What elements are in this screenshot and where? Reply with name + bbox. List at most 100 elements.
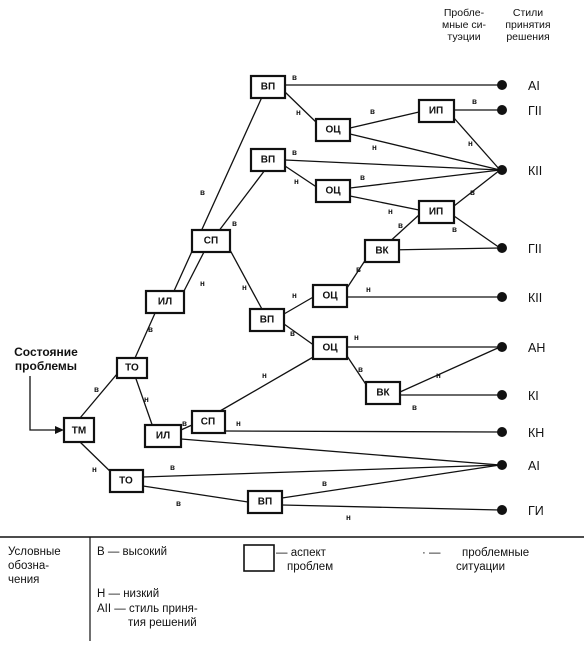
node-label: ОЦ [325, 186, 341, 197]
situation-dot [497, 80, 507, 90]
branch-label-high: в [148, 325, 153, 334]
node-label: ОЦ [325, 125, 341, 136]
branch-label-high: в [356, 265, 361, 274]
header-line: Стили [513, 7, 543, 19]
branch-label-high: в [370, 107, 375, 116]
node-label: ТМ [72, 426, 86, 437]
legend: Условные обозна- чения В — высокий Н — н… [8, 544, 529, 629]
edge [453, 169, 501, 207]
edge [349, 111, 420, 129]
state-line: Состояние [14, 345, 78, 359]
edge [349, 169, 501, 189]
branch-label-high: в [452, 225, 457, 234]
edge [183, 249, 206, 292]
branch-label-low: н [346, 513, 351, 522]
outcome-style: КI [528, 389, 539, 403]
outcome-style: ГИ [528, 504, 544, 518]
node-label: ВП [258, 497, 272, 508]
legend-low: Н — низкий [97, 588, 159, 600]
header-line: решения [506, 31, 549, 43]
edge [281, 504, 501, 511]
outcome-style: КII [528, 291, 542, 305]
edge [229, 249, 264, 312]
entry-arrow-head [55, 426, 64, 434]
legend-title: обозна- [8, 560, 49, 572]
situation-dot [497, 105, 507, 115]
node-label: ОЦ [322, 343, 338, 354]
legend-style: АII — стиль приня- [97, 603, 198, 615]
outcomes: AI ГII КII ГII КII АН КI КН AI ГИ [497, 79, 545, 518]
node-sp1: СП [190, 228, 232, 254]
node-to1: ТО [115, 356, 149, 380]
edge [142, 485, 249, 503]
edge [385, 247, 501, 251]
branch-label-low: н [144, 395, 149, 404]
outcome-style: ГII [528, 242, 542, 256]
node-oc2: ОЦ [314, 178, 352, 204]
edge [283, 295, 316, 315]
edge [284, 91, 319, 125]
node-vp4: ВП [246, 489, 284, 515]
node-label: ВК [376, 388, 390, 399]
legend-title: чения [8, 574, 39, 586]
legend-situation-dot: · — [422, 547, 441, 559]
outcome-style: КII [528, 164, 542, 178]
node-label: ОЦ [322, 291, 338, 302]
situation-dot [497, 460, 507, 470]
node-label: СП [204, 236, 218, 247]
edge [173, 96, 263, 292]
branch-label-high: в [412, 403, 417, 412]
edge [217, 169, 266, 233]
situation-dot [497, 342, 507, 352]
node-oc4: ОЦ [311, 335, 349, 361]
legend-aspect: проблем [287, 561, 333, 573]
state-line: проблемы [15, 359, 77, 373]
edge [281, 464, 501, 499]
node-label: ТО [119, 476, 133, 487]
edge [224, 430, 501, 433]
branch-label-high: в [176, 499, 181, 508]
edge [219, 355, 316, 412]
outcome-style: AI [528, 459, 540, 473]
branch-label-high: в [170, 463, 175, 472]
node-vk2: ВК [364, 380, 402, 406]
entry-arrow-line [29, 376, 56, 431]
node-label: ИП [429, 106, 443, 117]
node-label: ТО [125, 363, 139, 374]
outcome-style: AI [528, 79, 540, 93]
outcome-style: АН [528, 341, 545, 355]
branch-label-high: в [182, 419, 187, 428]
node-vp2: ВП [249, 147, 287, 173]
node-label: ВП [261, 82, 275, 93]
node-vp3: ВП [248, 307, 286, 333]
branch-label-high: в [358, 365, 363, 374]
header-line: туэции [447, 31, 480, 43]
node-tm: ТМ [62, 416, 96, 444]
node-label: ВК [375, 246, 389, 257]
situation-dot [497, 505, 507, 515]
node-ip1: ИП [417, 98, 456, 124]
problem-state-label: Состояние проблемы [14, 345, 78, 373]
situation-dot [497, 427, 507, 437]
node-vp1: ВП [249, 74, 287, 100]
branch-label-low: н [388, 207, 393, 216]
edge [283, 323, 316, 347]
branch-label-low: н [468, 139, 473, 148]
outcome-style: ГII [528, 104, 542, 118]
legend-aspect: — аспект [276, 547, 327, 559]
header-line: принятия [505, 19, 550, 31]
situation-dot [497, 165, 507, 175]
branch-label-low: н [92, 465, 97, 474]
branch-label-high: в [200, 188, 205, 197]
branch-label-low: н [294, 177, 299, 186]
branch-label-low: н [372, 143, 377, 152]
branch-label-high: в [398, 221, 403, 230]
branch-label-low: н [200, 279, 205, 288]
situation-dot [497, 243, 507, 253]
legend-high: В — высокий [97, 546, 167, 558]
edge [349, 133, 501, 171]
branch-labels: в н в н в н в н в н в н в н в н в н в в … [92, 73, 477, 522]
branch-label-low: н [354, 333, 359, 342]
edge [134, 375, 156, 434]
